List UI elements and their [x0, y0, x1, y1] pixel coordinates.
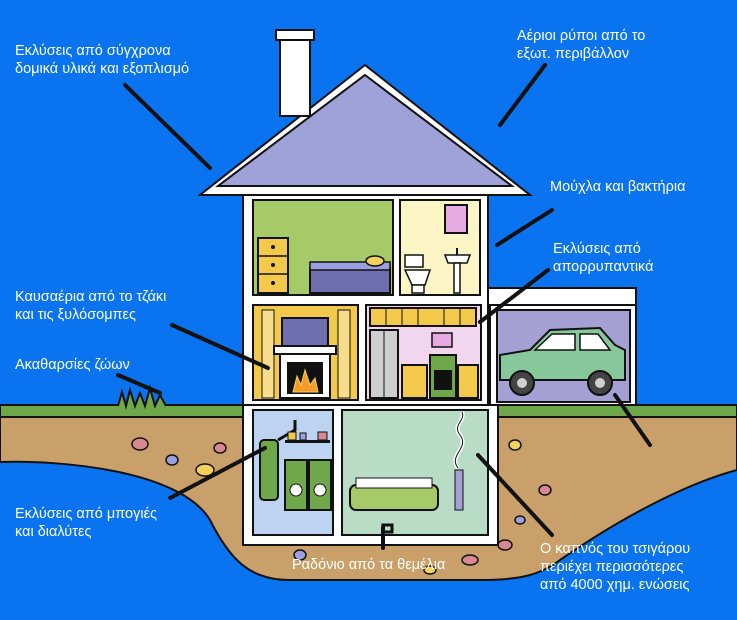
stove-icon [429, 354, 457, 399]
pointer-cleaners [478, 268, 550, 324]
label-line: περιέχει περισσότερες [540, 559, 684, 575]
bed-icon [309, 255, 391, 294]
shelf [285, 440, 330, 443]
label-line: Ακαθαρσίες ζώων [15, 357, 130, 373]
pointer-paints [168, 446, 267, 500]
pointer-fireplace [170, 323, 270, 370]
label-line: και τις ξυλόσομπες [15, 307, 137, 323]
pointer-lines [116, 63, 652, 550]
basement-room [341, 409, 489, 536]
pointer-animals [116, 373, 162, 395]
label-line: Μούχλα και βακτήρια [550, 179, 686, 195]
label-radon: Ραδόνιο από τα θεμέλια [292, 556, 445, 574]
pointer-garage [613, 393, 652, 447]
water-heater [259, 439, 279, 501]
chimney-icon [275, 29, 315, 117]
label-line: και διαλύτες [15, 524, 92, 540]
sink-icon [443, 248, 472, 294]
label-line: Ο καπνός του τσιγάρου [540, 541, 691, 557]
label-line: Εκλύσεις από μπογιές [15, 506, 158, 522]
pointer-materials [123, 83, 212, 170]
pointer-mold [495, 208, 554, 247]
fireplace-icon [273, 317, 337, 399]
label-building-materials: Εκλύσεις από σύγχρονα δομικά υλικά και ε… [15, 42, 189, 78]
upper-cabinets [369, 307, 477, 327]
label-paints-solvents: Εκλύσεις από μπογιές και διαλύτες [15, 505, 157, 541]
label-line: Αέριοι ρύποι από το [517, 28, 646, 44]
label-line: Ραδόνιο από τα θεμέλια [292, 557, 446, 573]
pointer-outdoor [498, 63, 547, 127]
label-fireplace-exhaust: Καυσαέρια από το τζάκι και τις ξυλόσομπε… [15, 288, 166, 324]
car-icon [499, 326, 626, 396]
mirror [444, 204, 468, 234]
label-cleaners: Εκλύσεις από απορρυπαντικά [553, 240, 654, 276]
label-tobacco-smoke: Ο καπνός του τσιγάρου περιέχει περισσότε… [540, 540, 690, 594]
grass-icon [117, 384, 167, 410]
label-line: απορρυπαντικά [553, 259, 654, 275]
label-line: Εκλύσεις από σύγχρονα [15, 43, 171, 59]
label-mold-bacteria: Μούχλα και βακτήρια [550, 178, 685, 196]
toilet-icon [403, 254, 432, 294]
roof-face [215, 73, 515, 187]
label-line: Εκλύσεις από [553, 241, 641, 257]
label-line: δομικά υλικά και εξοπλισμό [15, 61, 190, 77]
label-line: από 4000 χημ. ενώσεις [540, 577, 690, 593]
bathtub-icon [349, 484, 439, 511]
label-animal-waste: Ακαθαρσίες ζώων [15, 356, 130, 374]
pointer-smoke [476, 453, 554, 537]
label-line: εξωτ. περιβάλλον [517, 46, 630, 62]
label-outdoor-pollutants: Αέριοι ρύποι από το εξωτ. περιβάλλον [517, 27, 645, 63]
soil-pebbles [131, 437, 552, 575]
label-line: Καυσαέρια από το τζάκι [15, 289, 167, 305]
